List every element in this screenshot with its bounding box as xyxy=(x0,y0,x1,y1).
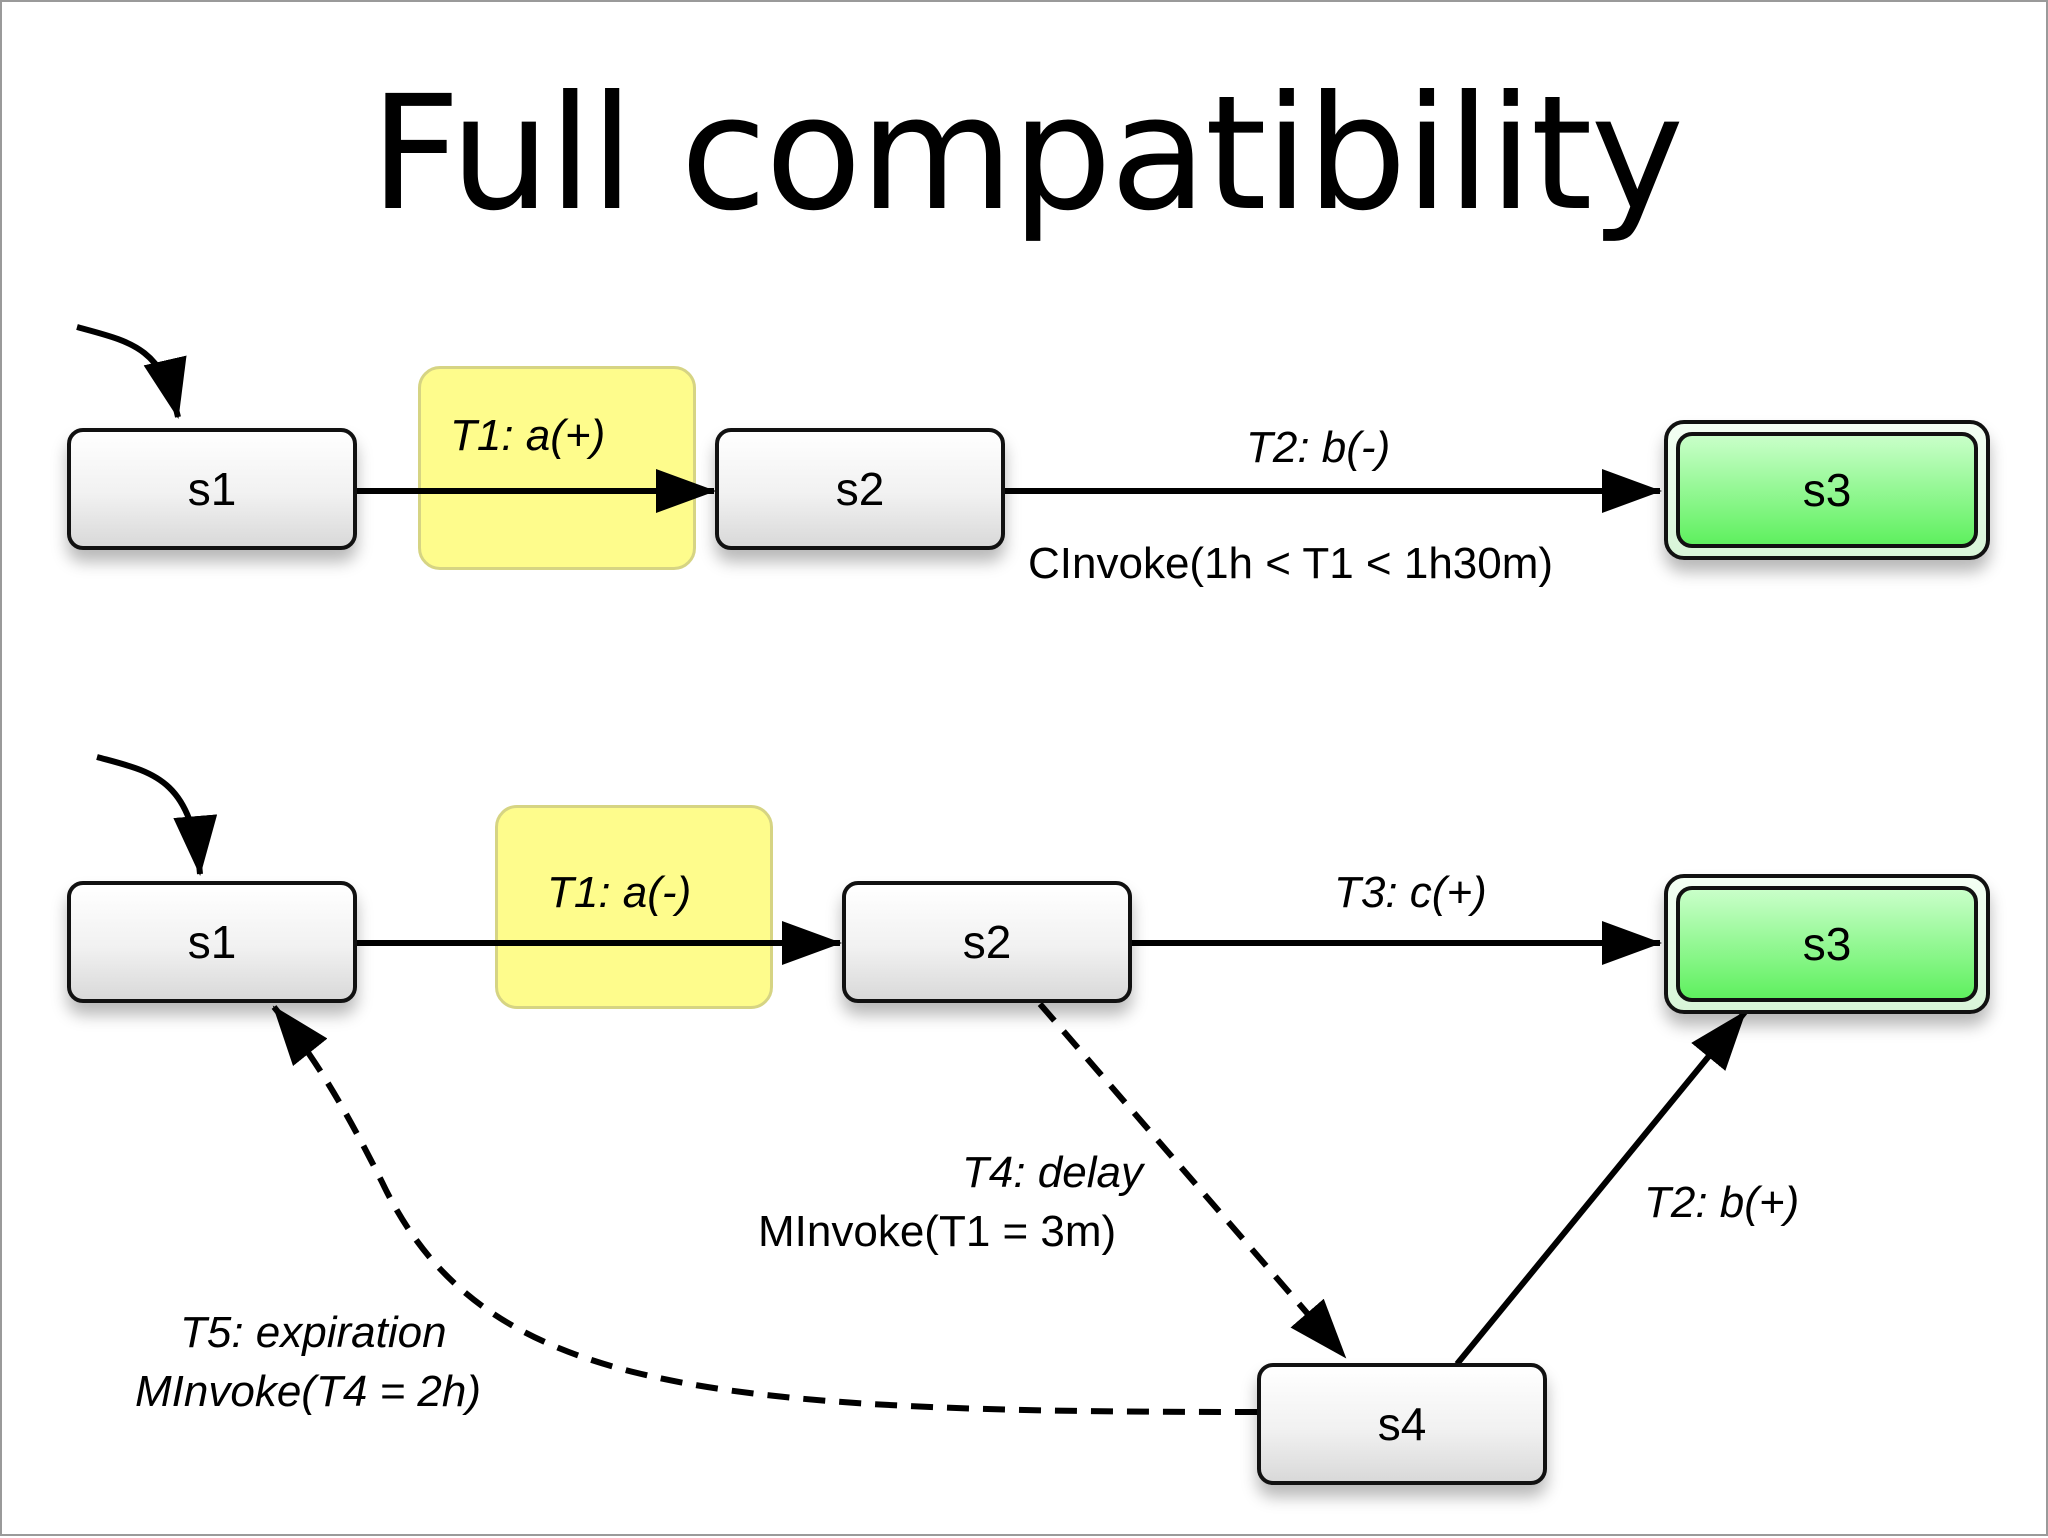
state-label: s2 xyxy=(962,916,1012,968)
final-state-inner: s3 xyxy=(1676,886,1978,1002)
transition-label-t1-bottom: T1: a(-) xyxy=(547,868,692,917)
state-s1-bottom: s1 xyxy=(67,881,357,1003)
state-s4: s4 xyxy=(1257,1363,1547,1485)
constraint-label-t5: MInvoke(T4 = 2h) xyxy=(135,1367,482,1416)
state-label: s3 xyxy=(1802,464,1852,516)
slide-title: Full compatibility xyxy=(369,62,1684,246)
final-state-s3-top: s3 xyxy=(1664,420,1990,560)
initial-arrow-top xyxy=(76,324,187,419)
state-label: s1 xyxy=(187,463,237,515)
constraint-label-t4: MInvoke(T1 = 3m) xyxy=(758,1207,1117,1256)
edge-s4-s3 xyxy=(1454,1010,1748,1366)
state-s1-top: s1 xyxy=(67,428,357,550)
edge-s4-s1-dashed xyxy=(271,1005,1258,1415)
transition-label-t1-top: T1: a(+) xyxy=(450,411,606,460)
final-state-inner: s3 xyxy=(1676,432,1978,548)
transition-label-t2-top: T2: b(-) xyxy=(1246,423,1391,472)
state-label: s2 xyxy=(835,463,885,515)
guard-highlight-bottom xyxy=(495,805,773,1009)
state-label: s1 xyxy=(187,916,237,968)
initial-arrow-bottom xyxy=(96,754,218,876)
state-s2-top: s2 xyxy=(715,428,1005,550)
constraint-label-top: CInvoke(1h < T1 < 1h30m) xyxy=(1028,539,1554,588)
edge-s2-s4-dashed xyxy=(1037,1002,1348,1359)
state-label: s3 xyxy=(1802,918,1852,970)
guard-highlight-top xyxy=(418,366,696,570)
state-s2-bottom: s2 xyxy=(842,881,1132,1003)
transition-label-t5: T5: expiration xyxy=(180,1308,447,1357)
transition-label-t4: T4: delay xyxy=(962,1148,1143,1197)
state-label: s4 xyxy=(1377,1398,1427,1450)
transition-label-t2-bottom: T2: b(+) xyxy=(1644,1178,1800,1227)
transition-label-t3: T3: c(+) xyxy=(1334,868,1487,917)
final-state-s3-bottom: s3 xyxy=(1664,874,1990,1014)
